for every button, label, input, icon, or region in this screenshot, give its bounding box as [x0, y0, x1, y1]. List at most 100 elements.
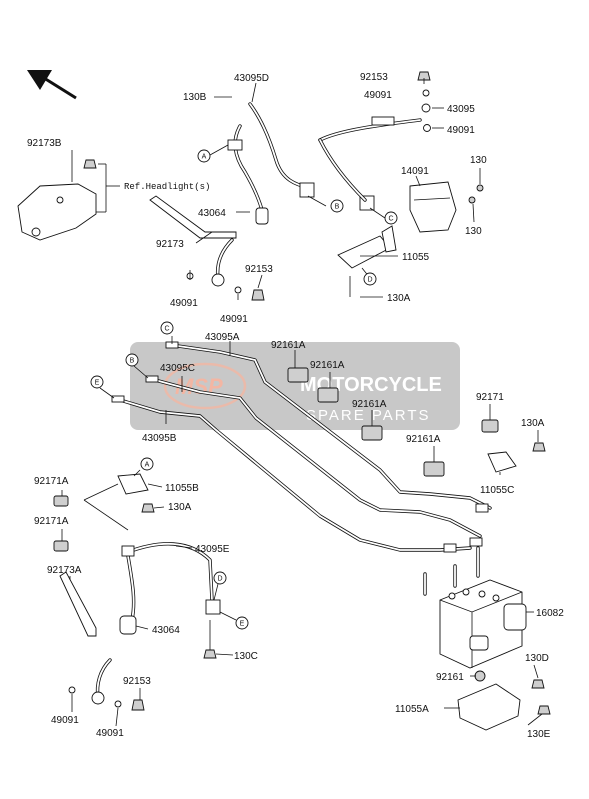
fitting-abs-2 [469, 537, 483, 547]
bracket-11055C [487, 451, 517, 473]
label-92161: 92161 [436, 672, 464, 683]
label-43095B: 43095B [142, 433, 177, 444]
bolt-92173B [83, 159, 97, 169]
bolt-130E [537, 705, 551, 715]
washer-b2 [114, 700, 122, 708]
grommet-43064-bottom [119, 615, 137, 635]
svg-text:C: C [164, 326, 169, 333]
marker-D-top: D [363, 272, 377, 286]
label-92161A-2: 92161A [310, 360, 345, 371]
grommet-43064-top [255, 207, 269, 225]
svg-text:B: B [335, 204, 340, 211]
svg-text:E: E [95, 380, 100, 387]
label-11055B: 11055B [165, 483, 199, 494]
label-16082: 16082 [536, 608, 564, 619]
banjo-bottom [91, 691, 105, 705]
cover-14091 [409, 181, 457, 233]
fitting-e [111, 395, 125, 403]
hose-43095C [153, 378, 482, 538]
washer-top-1 [421, 103, 431, 113]
marker-C-mid: C [160, 321, 174, 335]
label-43095A: 43095A [205, 332, 240, 343]
washer-l2 [234, 286, 242, 294]
clamp-92173 [149, 195, 237, 239]
bracket-11055B [117, 473, 149, 495]
hose-clamp-lower-a [121, 545, 135, 557]
label-92153-mid: 92153 [245, 264, 273, 275]
label-49091-l1: 49091 [170, 298, 198, 309]
leader-lines [61, 78, 543, 727]
bolt-130-b [468, 196, 476, 204]
marker-E-mid: E [90, 375, 104, 389]
bolt-130-a [476, 184, 484, 192]
svg-text:B: B [130, 358, 135, 365]
label-92173: 92173 [156, 239, 184, 250]
label-11055A: 11055A [395, 704, 429, 715]
clip-92171 [481, 419, 499, 433]
bolt-130C [203, 649, 217, 659]
label-130B: 130B [183, 92, 207, 103]
label-11055: 11055 [402, 252, 430, 263]
label-130A-top: 130A [387, 293, 411, 304]
svg-text:D: D [367, 277, 372, 284]
label-130E: 130E [527, 729, 551, 740]
label-49091-top1: 49091 [364, 90, 392, 101]
marker-A-lower: A [140, 457, 154, 471]
marker-C-top: C [384, 211, 398, 225]
label-92171A-1: 92171A [34, 476, 69, 487]
bolt-92153-mid [251, 289, 265, 301]
clip-92171A-2 [53, 540, 69, 552]
label-43095E: 43095E [195, 544, 230, 555]
bolt-92153-bot [131, 699, 145, 711]
label-43095C: 43095C [160, 363, 195, 374]
fitting-abs-1 [475, 503, 489, 513]
svg-text:E: E [240, 621, 245, 628]
clamp-92161A-4 [423, 461, 445, 477]
marker-A-top: A [197, 149, 211, 163]
label-92161A-4: 92161A [406, 434, 441, 445]
hose-clamp-a [227, 139, 243, 151]
watermark-line2: SPARE PARTS [306, 407, 431, 424]
label-14091: 14091 [401, 166, 429, 177]
svg-text:A: A [145, 462, 150, 469]
hose-joint-b [299, 182, 315, 198]
marker-E-lower: E [235, 616, 249, 630]
svg-text:D: D [217, 576, 222, 583]
bracket-11055 [337, 235, 391, 269]
bracket-92173B [17, 183, 97, 241]
label-49091-top2: 49091 [447, 125, 475, 136]
fitting-b [145, 375, 159, 383]
washer-top-3 [423, 124, 431, 132]
hose-43095D [233, 102, 312, 212]
bolt-92153-top [417, 71, 431, 81]
label-130-b: 130 [465, 226, 482, 237]
clamp-92173A [59, 571, 97, 637]
abs-unit-16082 [439, 579, 527, 669]
hose-43095 [318, 118, 422, 202]
damper-92161 [474, 670, 486, 682]
label-49091-b2: 49091 [96, 728, 124, 739]
clip-92171A-1 [53, 495, 69, 507]
label-43095D: 43095D [234, 73, 269, 84]
marker-B-top: B [330, 199, 344, 213]
bracket-11055A [457, 683, 521, 731]
front-direction-arrow-icon [27, 70, 77, 100]
bolt-130A-right [532, 442, 546, 452]
hose-fitting-43095 [371, 116, 395, 126]
clamp-92161A-1 [287, 367, 309, 383]
label-43095: 43095 [447, 104, 475, 115]
hose-43095E [126, 542, 214, 622]
label-130C: 130C [234, 651, 258, 662]
marker-D-lower: D [213, 571, 227, 585]
svg-text:C: C [388, 216, 393, 223]
label-11055C: 11055C [480, 485, 514, 496]
washer-top-2 [422, 89, 430, 97]
label-92173A: 92173A [47, 565, 82, 576]
banjo-top [211, 273, 225, 287]
label-92161A-3: 92161A [352, 399, 387, 410]
hose-joint-e [205, 599, 221, 615]
label-130A-right: 130A [521, 418, 545, 429]
clamp-92161A-3 [361, 425, 383, 441]
